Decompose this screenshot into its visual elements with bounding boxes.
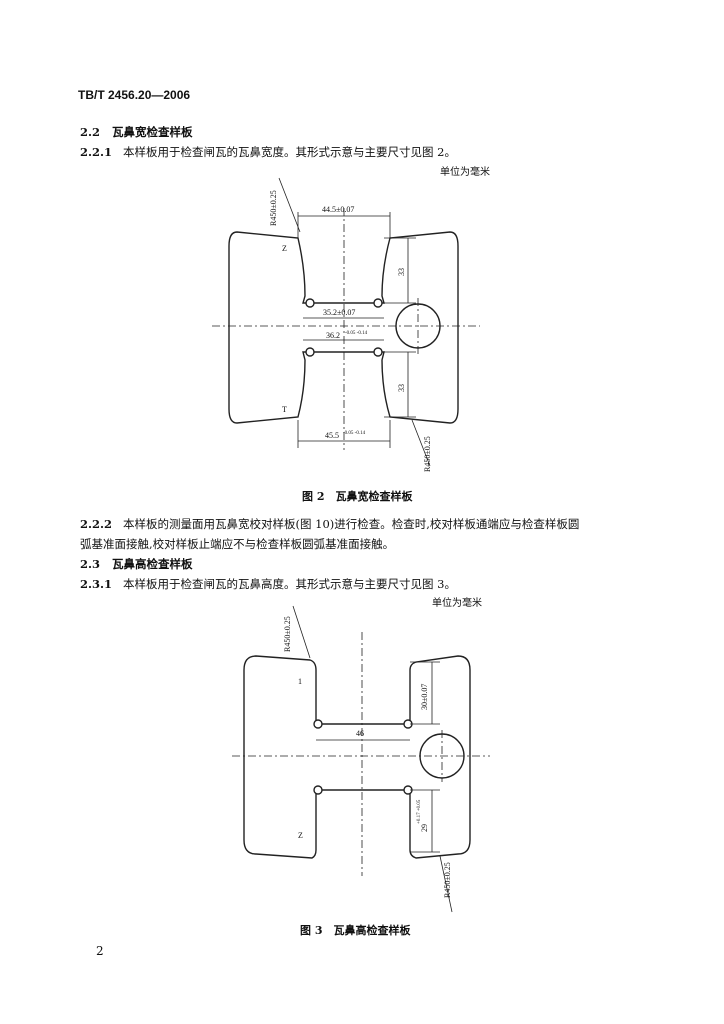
marking-top: 1 <box>298 677 302 686</box>
section-2-2-2: 2.2.2 本样板的测量面用瓦鼻宽校对样板(图 10)进行检查。检查时,校对样板… <box>80 516 579 532</box>
radius-label-top: R450±0.25 <box>283 616 292 652</box>
clause-number: 2.2.1 <box>80 145 113 159</box>
dimension-33-top: 33 <box>397 268 406 276</box>
dimension-36-2: 36.2 <box>326 331 340 340</box>
section-2-3-heading: 2.3 瓦鼻高检查样板 <box>80 556 193 572</box>
radius-label-bottom: R450±0.25 <box>443 862 452 898</box>
dimension-33-bottom: 33 <box>397 384 406 392</box>
dimension-46: 46 <box>356 729 364 738</box>
figure-3-caption: 图 3 瓦鼻高检查样板 <box>300 924 411 937</box>
dimension-36-2-tolerance: -0.05 -0.14 <box>345 331 368 336</box>
clause-text: 本样板用于检查闸瓦的瓦鼻高度。其形式示意与主要尺寸见图 3。 <box>122 577 456 591</box>
marking-bottom: T <box>282 405 287 414</box>
section-number: 2.2 <box>80 125 101 139</box>
clause-number: 2.2.2 <box>80 517 113 531</box>
section-2-2-2-line-2: 弧基准面接触,校对样板止端应不与检查样板圆弧基准面接触。 <box>80 537 395 551</box>
section-2-2-heading: 2.2 瓦鼻宽检查样板 <box>80 124 193 140</box>
section-title: 瓦鼻宽检查样板 <box>112 125 193 139</box>
marking-bottom: Z <box>298 831 303 840</box>
page-number: 2 <box>96 944 104 958</box>
clause-text: 本样板用于检查闸瓦的瓦鼻宽度。其形式示意与主要尺寸见图 2。 <box>122 145 456 159</box>
unit-note-fig2: 单位为毫米 <box>440 167 490 178</box>
radius-label-bottom: R450±0.25 <box>423 436 432 472</box>
dimension-35-2: 35.2±0.07 <box>323 308 355 317</box>
dimension-44-5: 44.5±0.07 <box>322 205 354 214</box>
clause-number: 2.3.1 <box>80 577 113 591</box>
section-title: 瓦鼻高检查样板 <box>112 557 193 571</box>
dimension-29-tolerance: +0.17 +0.05 <box>417 799 422 824</box>
page-header: TB/T 2456.20—2006 <box>78 88 191 102</box>
dimension-45-5: 45.5 <box>325 431 339 440</box>
dimension-45-5-tolerance: -0.05 -0.14 <box>343 431 366 436</box>
marking-top: Z <box>282 244 287 253</box>
dimension-29: 29 <box>420 824 429 832</box>
section-2-3-1: 2.3.1 本样板用于检查闸瓦的瓦鼻高度。其形式示意与主要尺寸见图 3。 <box>80 576 456 592</box>
dimension-30: 30±0.07 <box>420 684 429 710</box>
clause-text-line-1: 本样板的测量面用瓦鼻宽校对样板(图 10)进行检查。检查时,校对样板通端应与检查… <box>122 517 580 531</box>
unit-note-fig3: 单位为毫米 <box>432 598 482 609</box>
radius-label-top: R450±0.25 <box>269 190 278 226</box>
section-2-2-1: 2.2.1 本样板用于检查闸瓦的瓦鼻宽度。其形式示意与主要尺寸见图 2。 <box>80 144 456 160</box>
figure-2-caption: 图 2 瓦鼻宽检查样板 <box>302 490 413 503</box>
section-number: 2.3 <box>80 557 101 571</box>
